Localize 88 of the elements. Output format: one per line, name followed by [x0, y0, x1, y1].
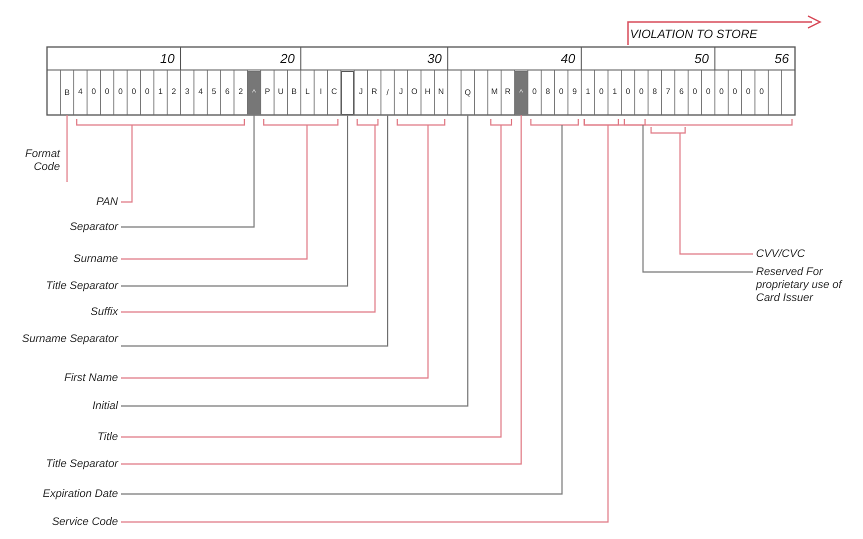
cell-character: B	[290, 87, 298, 97]
strip-cell: Q	[461, 70, 474, 114]
field-label: Title Separator	[4, 458, 118, 471]
cell-character: N	[437, 87, 445, 97]
leader-line	[642, 125, 753, 273]
leader-line	[121, 125, 429, 379]
cell-character: 0	[104, 87, 110, 97]
cell-character: P	[264, 87, 272, 97]
field-label: Title	[10, 431, 118, 444]
separator-cell: ^	[247, 70, 261, 114]
cell-character: 9	[571, 87, 578, 97]
column-number: 50	[693, 51, 709, 66]
note-text: VIOLATION TO STORE	[630, 28, 758, 41]
cell-character: 0	[598, 87, 605, 97]
field-label: Surname Separator	[10, 333, 118, 346]
cell-character: R	[504, 87, 512, 97]
cell-character: 0	[90, 87, 97, 97]
field-label: Separator	[10, 221, 118, 234]
cell-character: J	[358, 87, 364, 97]
field-label: Service Code	[4, 516, 118, 529]
field-label: PAN	[10, 196, 118, 209]
leader-line	[121, 125, 502, 438]
cell-character: O	[410, 87, 418, 97]
field-label: First Name	[10, 372, 118, 385]
field-label: CVV/CVC	[756, 248, 846, 261]
leader-line	[679, 133, 753, 255]
cell-character: U	[276, 87, 285, 97]
cell-character: 8	[652, 87, 658, 97]
leader-line	[121, 115, 255, 228]
cell-character: 6	[224, 87, 231, 97]
leader-line	[121, 115, 522, 465]
cell-character: R	[370, 87, 378, 97]
cell-character: 0	[718, 87, 725, 97]
strip-cell: /	[380, 70, 394, 114]
cell-character: 4	[77, 87, 84, 97]
cell-character: 0	[732, 87, 738, 97]
cell-character: J	[398, 87, 404, 97]
leader-line	[66, 115, 68, 182]
leader-line	[121, 115, 388, 347]
cell-character: 0	[117, 87, 124, 97]
cell-character: 1	[611, 87, 618, 97]
field-label: Surname	[10, 253, 118, 266]
cell-character: 0	[624, 87, 632, 97]
cell-character: 0	[745, 87, 752, 97]
cell-character: L	[304, 87, 311, 97]
field-label: Initial	[10, 400, 118, 413]
cell-character: 0	[558, 87, 564, 97]
cell-character: 0	[531, 87, 538, 97]
field-label: Reserved For proprietary use of Card Issuer	[756, 266, 852, 305]
leader-line	[121, 125, 563, 495]
column-number: 10	[159, 51, 175, 66]
cell-character: 3	[184, 87, 190, 97]
separator-cell: ^	[514, 70, 528, 114]
cell-character: H	[424, 87, 432, 97]
cell-character: 0	[144, 87, 150, 97]
cell-character: 5	[210, 87, 218, 97]
cell-character: C	[330, 87, 338, 97]
field-label: Suffix	[10, 306, 118, 319]
cell-character: 0	[758, 87, 765, 97]
column-number: 20	[279, 51, 295, 66]
leader-line	[121, 125, 376, 313]
cell-character: 7	[664, 87, 672, 97]
column-number: 40	[560, 51, 576, 66]
leader-line	[121, 125, 133, 203]
column-number: 30	[426, 51, 442, 66]
cell-character: I	[318, 87, 323, 97]
column-number: 56	[774, 51, 789, 66]
leader-line	[121, 115, 348, 287]
cell-character: 1	[157, 87, 164, 97]
field-label: Expiration Date	[4, 488, 118, 501]
leader-line	[121, 115, 468, 407]
cell-character: 0	[638, 87, 645, 97]
cell-character: 2	[170, 87, 178, 97]
cell-character: 4	[197, 87, 204, 97]
leader-line	[121, 125, 609, 523]
cell-character: 6	[678, 87, 685, 97]
cell-character: 8	[544, 87, 552, 97]
cell-character: 0	[130, 87, 138, 97]
cell-character: 0	[692, 87, 698, 97]
cell-character: 2	[237, 87, 244, 97]
empty-cell	[340, 70, 354, 114]
leader-line	[121, 125, 308, 260]
field-label: Format Code	[8, 148, 60, 174]
field-label: Title Separator	[4, 280, 118, 293]
strip-cell: B	[60, 70, 74, 114]
cell-character: 1	[584, 87, 592, 97]
cell-character: 0	[704, 87, 712, 97]
cell-character: M	[490, 87, 499, 97]
